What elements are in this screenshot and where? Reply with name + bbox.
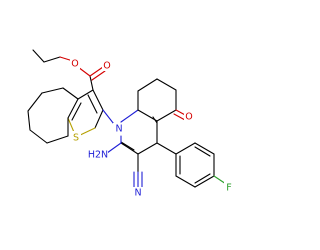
bond bbox=[41, 87, 64, 94]
atom-label-n-nitrile: N bbox=[132, 187, 143, 199]
bond bbox=[137, 142, 158, 155]
chemical-structure-diagram: O O S N O H2N N F bbox=[27, 49, 234, 199]
bond bbox=[62, 87, 79, 100]
atom-label: O bbox=[71, 59, 78, 70]
bond bbox=[43, 56, 61, 63]
bond bbox=[152, 116, 158, 124]
cycloheptane-ring bbox=[27, 87, 79, 144]
bond bbox=[120, 109, 139, 123]
bond bbox=[91, 70, 106, 81]
ethyl-ester-group bbox=[32, 49, 106, 91]
bond bbox=[94, 109, 104, 129]
atom-label-o-ether: O bbox=[70, 58, 80, 70]
bond bbox=[120, 141, 135, 151]
bond bbox=[89, 66, 104, 77]
cyclohexanone-ring bbox=[137, 78, 188, 124]
fluorophenyl-ring bbox=[156, 142, 227, 188]
atom-label: F bbox=[226, 183, 231, 194]
bond bbox=[92, 89, 104, 111]
atom-label-o-carbonyl: O bbox=[102, 60, 112, 72]
bond bbox=[156, 142, 177, 155]
bond bbox=[27, 92, 43, 112]
bond bbox=[175, 175, 196, 188]
atom-label: O bbox=[185, 112, 192, 123]
bond bbox=[27, 110, 31, 131]
bond bbox=[89, 75, 94, 91]
bond bbox=[106, 142, 122, 154]
bond bbox=[194, 173, 211, 184]
bond bbox=[77, 89, 94, 100]
bond bbox=[67, 98, 79, 119]
atom-label-n-ring: N bbox=[113, 123, 124, 135]
atom-label: O bbox=[103, 61, 110, 72]
bond bbox=[156, 109, 177, 122]
bond bbox=[71, 102, 82, 121]
atom-label-s: S bbox=[70, 131, 81, 144]
atom-label: S bbox=[73, 133, 79, 144]
thiophene-ring bbox=[67, 89, 104, 138]
atom-label: H2N bbox=[88, 150, 108, 161]
bond bbox=[87, 94, 98, 114]
bond bbox=[46, 135, 69, 144]
nitrile-group bbox=[133, 153, 143, 188]
bond bbox=[32, 49, 45, 63]
bond bbox=[29, 129, 48, 144]
atom-label: N bbox=[134, 188, 141, 199]
bond bbox=[194, 175, 215, 188]
bond bbox=[120, 142, 139, 155]
atom-label-f: F bbox=[224, 182, 234, 194]
bond bbox=[194, 146, 211, 157]
atom-label-o-ketone: O bbox=[184, 111, 194, 123]
bond bbox=[175, 142, 196, 155]
bond bbox=[156, 78, 177, 91]
dihydropyridine-ring bbox=[120, 109, 158, 155]
atom-label-amino: H2N bbox=[88, 149, 108, 161]
bond bbox=[194, 142, 215, 155]
bond bbox=[173, 113, 186, 121]
atom-label: N bbox=[115, 124, 122, 135]
bond bbox=[137, 78, 158, 92]
